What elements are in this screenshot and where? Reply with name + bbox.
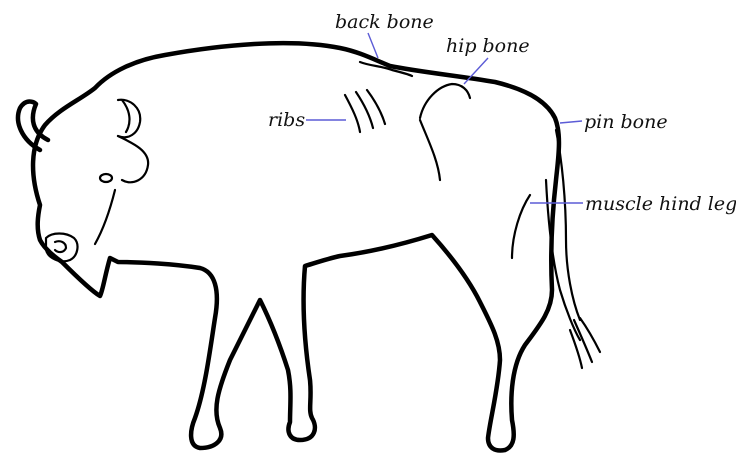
label-ribs: ribs xyxy=(268,109,305,131)
hip-bone-contour xyxy=(420,84,470,118)
snout xyxy=(46,234,77,262)
hind-leg-muscle-line xyxy=(512,195,530,258)
leader-pin-bone xyxy=(560,121,582,123)
bison-body-outline xyxy=(33,43,559,450)
jaw-line xyxy=(95,190,115,244)
bison-drawing xyxy=(18,43,600,450)
tail xyxy=(546,130,580,340)
leader-lines xyxy=(306,33,583,203)
eye xyxy=(100,174,112,182)
label-back-bone: back bone xyxy=(335,11,434,33)
ear xyxy=(118,100,140,137)
label-muscle-hind-leg: muscle hind leg xyxy=(585,193,736,215)
nostril xyxy=(55,241,66,252)
label-hip-bone: hip bone xyxy=(446,35,530,57)
tail-tuft xyxy=(570,318,600,368)
label-pin-bone: pin bone xyxy=(584,111,668,133)
rib-1 xyxy=(345,95,360,132)
flank-line xyxy=(420,120,440,180)
ear-back xyxy=(118,136,148,182)
leader-back-bone xyxy=(368,33,378,58)
labels: back bone hip bone ribs pin bone muscle … xyxy=(268,11,736,215)
